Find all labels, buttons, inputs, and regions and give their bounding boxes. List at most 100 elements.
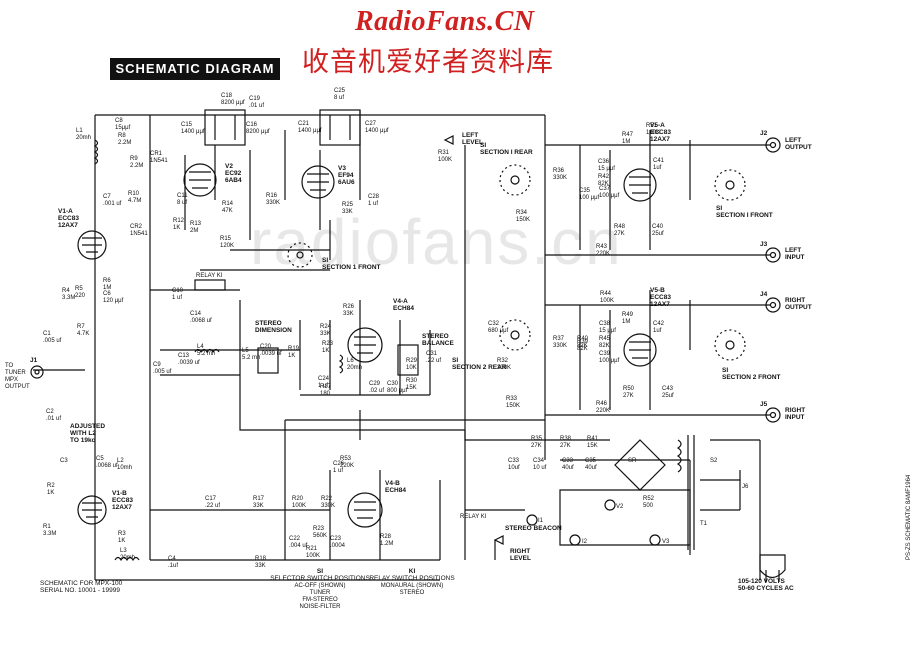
connector-label-j5: J5 xyxy=(760,401,768,408)
component-label-l2: 10mh xyxy=(117,465,132,471)
component-label-r35: R35 xyxy=(531,436,543,442)
component-label-c38: 15 μμf xyxy=(599,328,616,334)
if-transformer-1 xyxy=(204,109,246,146)
component-label-c42: C42 xyxy=(653,321,665,327)
component-label-r23b: R23 xyxy=(313,526,325,532)
label-si-section1-front-right: SI xyxy=(716,205,722,212)
footer-k1-position: MONAURAL (SHOWN) xyxy=(381,583,443,589)
component-label-c17: C17 xyxy=(205,496,217,502)
tube-label-v1-b: 12AX7 xyxy=(112,504,132,511)
component-label-r22: R22 xyxy=(321,496,333,502)
component-label-c7: .001 uf xyxy=(103,201,122,207)
tube-label-v1-b: V1-B xyxy=(112,490,127,497)
jack-j5 xyxy=(765,407,781,423)
component-label-c15: 1400 μμf xyxy=(181,129,205,135)
component-label-r24: R24 xyxy=(320,324,332,330)
component-label-c33b: C33 xyxy=(562,458,574,464)
component-label-r38: 27K xyxy=(560,443,571,449)
component-label-r39: 82K xyxy=(577,346,588,352)
component-label-c23: C23 xyxy=(330,536,342,542)
coil-l4 xyxy=(194,348,220,354)
watermark: radiofans.cn xyxy=(250,206,623,278)
stereo-beacon-lamp xyxy=(526,514,538,526)
component-label-r35: 27K xyxy=(531,443,542,449)
component-label-r41: 15K xyxy=(587,443,598,449)
component-label-r6: R6 xyxy=(103,278,111,284)
label-stereo-dimension: STEREO xyxy=(255,320,282,327)
component-label-r4: 3.3M xyxy=(62,295,75,301)
label-si-section2-front-right: SI xyxy=(722,367,728,374)
component-label-c28: 1 uf xyxy=(368,201,378,207)
component-label-r33: R33 xyxy=(506,396,518,402)
component-label-c35: C35 xyxy=(579,188,591,194)
label-right-input: RIGHT xyxy=(785,407,805,414)
component-label-r16: 330K xyxy=(266,200,280,206)
lamp-label-v3: V3 xyxy=(662,539,670,545)
wiring xyxy=(33,110,770,581)
component-label-c27: C27 xyxy=(365,121,377,127)
tube-label-v4-b: ECH84 xyxy=(385,487,406,494)
component-label-c33: C33 xyxy=(508,458,520,464)
label-right-level: LEVEL xyxy=(510,555,531,562)
component-label-r36: R36 xyxy=(553,168,565,174)
label-left-input: LEFT xyxy=(785,247,801,254)
tube-label-v5-b: V5-B xyxy=(650,287,665,294)
component-label-r13: 2M xyxy=(190,228,198,234)
component-label-c40: C40 xyxy=(652,224,664,230)
component-label-r51: 100K xyxy=(646,130,660,136)
component-label-r52: 500 xyxy=(643,503,654,509)
tube-label-v2: V2 xyxy=(225,163,233,170)
component-label-c20: .0039 uf xyxy=(260,351,282,357)
component-label-r10: R10 xyxy=(128,191,140,197)
component-label-c41: C41 xyxy=(653,158,665,164)
tube-v4a xyxy=(347,327,383,363)
component-label-r43: R43 xyxy=(596,244,608,250)
component-label-r1: 3.3M xyxy=(43,531,56,537)
component-label-r6: 1M xyxy=(103,285,111,291)
component-label-cr2: CR2 xyxy=(130,224,143,230)
component-label-c1: C1 xyxy=(43,331,51,337)
component-label-r8: 2.2M xyxy=(118,140,131,146)
component-label-c22: C22 xyxy=(289,536,301,542)
bridge-rectifier-sr xyxy=(614,439,666,491)
component-label-l5: 5.2 mh xyxy=(242,355,260,361)
component-label-c32: C32 xyxy=(488,321,500,327)
component-label-l3: L3 xyxy=(120,548,127,554)
component-label-c8: C8 xyxy=(115,118,123,124)
tube-label-v5-a: V5-A xyxy=(650,122,665,129)
component-label-c40: 25uf xyxy=(652,231,664,237)
component-label-c43: 25uf xyxy=(662,393,674,399)
component-label-r52: R52 xyxy=(643,496,655,502)
component-label-r27: R27 xyxy=(320,384,332,390)
component-label-c15: C15 xyxy=(181,122,193,128)
component-label-c25: 8 uf xyxy=(334,95,344,101)
component-label-c34: 10 uf xyxy=(533,465,547,471)
component-label-r36: 330K xyxy=(553,175,567,181)
component-label-c16: 8200 μμf xyxy=(246,129,270,135)
component-label-r25: R25 xyxy=(342,202,354,208)
label-right-level: RIGHT xyxy=(510,548,530,555)
footer-k1-subtitle: RELAY SWITCH POSITIONS xyxy=(369,575,455,582)
component-label-r15: 120K xyxy=(220,243,234,249)
component-label-c26: 1 uf xyxy=(333,468,343,474)
lamp-label-v2: V2 xyxy=(616,504,624,510)
component-label-r22: 330K xyxy=(321,503,335,509)
label-right-output: RIGHT xyxy=(785,297,805,304)
tube-label-v1-b: ECC83 xyxy=(112,497,133,504)
selector-switch-s2-rear xyxy=(499,319,531,351)
connector-label-j1: J1 xyxy=(30,357,38,364)
tube-v1b xyxy=(77,495,107,525)
component-label-c30: 800 μμf xyxy=(387,388,408,394)
component-label-r27: 180 xyxy=(320,391,331,397)
connector-label-j3: J3 xyxy=(760,241,768,248)
component-label-l4: L4 xyxy=(197,344,204,350)
footer-s1-subtitle: SELECTOR SWITCH POSITIONS xyxy=(270,575,370,582)
tube-v4b xyxy=(347,492,383,528)
component-label-r7: 4.7K xyxy=(77,331,89,337)
selector-switch-s1-front xyxy=(287,242,313,268)
tube-v2 xyxy=(183,163,217,197)
component-label-r31: R31 xyxy=(438,150,450,156)
component-label-c21: 1400 μμf xyxy=(298,128,322,134)
